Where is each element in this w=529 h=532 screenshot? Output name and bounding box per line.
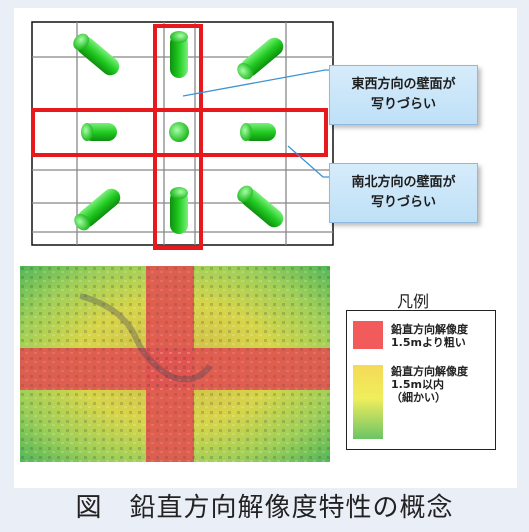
figure-caption: 図 鉛直方向解像度特性の概念 bbox=[75, 493, 454, 523]
cylinder-top-right bbox=[237, 37, 284, 80]
ns-highlight-box bbox=[153, 24, 203, 250]
cylinder-middle-left bbox=[81, 123, 117, 141]
cylinder-middle-right bbox=[240, 123, 276, 141]
callout-north-south-line2: 写りづらい bbox=[370, 195, 436, 210]
cylinder-top-left bbox=[73, 33, 120, 76]
resolution-map-svg bbox=[20, 266, 330, 462]
legend-fine-label: 鉛直方向解像度 1.5m以内 （細かい） bbox=[391, 365, 468, 404]
cylinder-bottom-right bbox=[237, 185, 284, 228]
legend-coarse-line2: 1.5mより粗い bbox=[391, 336, 466, 349]
cylinder-bottom-left bbox=[74, 188, 121, 231]
legend-fine-line3: （細かい） bbox=[391, 391, 446, 404]
callout-north-south: 南北方向の壁面が 写りづらい bbox=[329, 163, 478, 223]
callout-east-west: 東西方向の壁面が 写りづらい bbox=[329, 65, 478, 125]
legend-box: 鉛直方向解像度 1.5mより粗い 鉛直方向解像度 1.5m以内 （細かい） bbox=[346, 310, 496, 450]
legend-coarse-label: 鉛直方向解像度 1.5mより粗い bbox=[391, 323, 468, 349]
callout-east-west-line2: 写りづらい bbox=[370, 97, 436, 112]
cylinder-bottom-center bbox=[170, 187, 188, 234]
legend-swatch-fine bbox=[353, 365, 383, 439]
view-direction-diagram bbox=[31, 21, 343, 250]
legend-fine-line1: 鉛直方向解像度 bbox=[391, 365, 468, 378]
ew-highlight-box bbox=[31, 108, 328, 157]
band-texture-h bbox=[20, 348, 330, 390]
callout-east-west-line1: 東西方向の壁面が bbox=[351, 77, 456, 92]
cylinder-top-center bbox=[170, 31, 188, 78]
river-shape bbox=[79, 293, 213, 383]
legend-swatch-coarse bbox=[353, 321, 383, 349]
legend-fine-line2: 1.5m以内 bbox=[391, 378, 444, 391]
callout-north-south-line1: 南北方向の壁面が bbox=[351, 175, 456, 190]
legend-title: 凡例 bbox=[396, 292, 429, 311]
cylinder-center bbox=[169, 122, 189, 142]
legend-coarse-line1: 鉛直方向解像度 bbox=[391, 323, 468, 336]
resolution-map-image bbox=[20, 266, 330, 462]
